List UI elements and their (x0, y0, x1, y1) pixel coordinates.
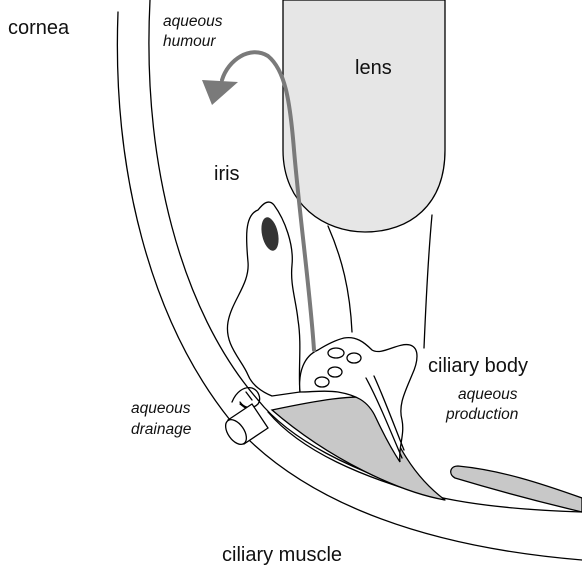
drainage-tube (221, 404, 268, 448)
aqueous-humour-label-line2: humour (163, 33, 216, 50)
iris-label: iris (214, 163, 240, 185)
aqueous-flow-arrowhead (202, 80, 238, 105)
ciliary-muscle-region (272, 397, 445, 500)
cornea-label: cornea (8, 17, 70, 39)
aqueous-humour-label-line1: aqueous (163, 13, 223, 30)
ciliary-body-label: ciliary body (428, 355, 528, 377)
zonule-right-outline (424, 215, 432, 348)
aqueous-drainage-label-line2: drainage (131, 421, 192, 438)
lens-shape (283, 0, 445, 232)
aqueous-production-label-line2: production (445, 406, 518, 423)
zonule-left-outline (328, 226, 352, 332)
aqueous-production-label-line1: aqueous (458, 386, 518, 403)
lens-label: lens (355, 57, 392, 79)
aqueous-drainage-label-line1: aqueous (131, 400, 191, 417)
choroid-band (451, 466, 582, 512)
drainage-canal (232, 388, 260, 410)
ciliary-muscle-label: ciliary muscle (222, 544, 342, 566)
